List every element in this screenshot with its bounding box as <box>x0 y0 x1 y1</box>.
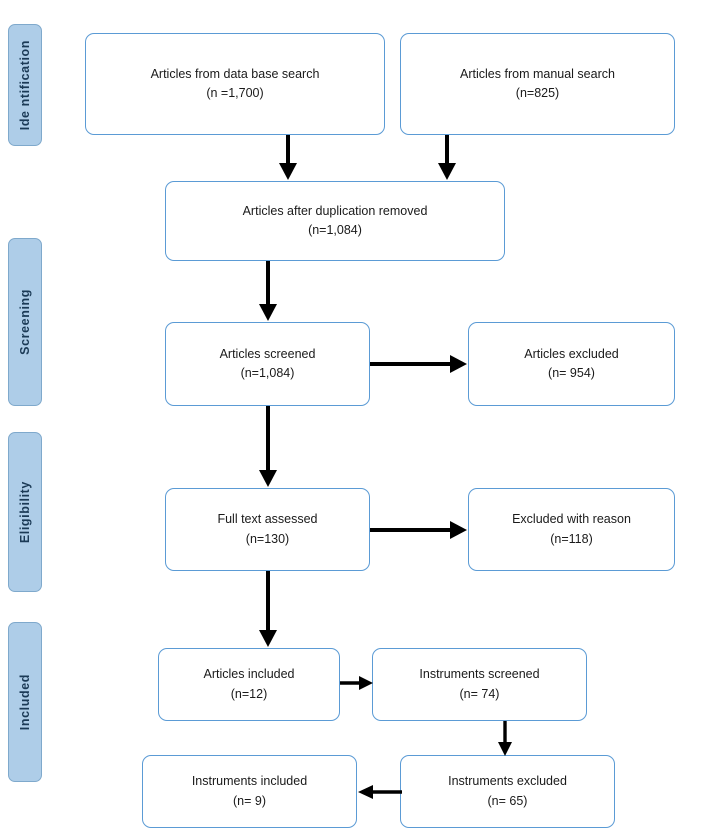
node-instruments-included-line1: Instruments included <box>191 774 308 789</box>
stage-label-identification: Ide ntification <box>8 24 42 146</box>
node-db-search-line2: (n =1,700) <box>206 86 264 100</box>
node-articles-included: Articles included (n=12) <box>158 648 340 721</box>
node-instruments-included-line2: (n= 9) <box>232 793 266 808</box>
node-screened-line1: Articles screened <box>219 346 316 361</box>
node-instruments-excluded-line1: Instruments excluded <box>448 774 567 789</box>
node-after-duplication: Articles after duplication removed (n=1,… <box>165 181 505 261</box>
node-instruments-screened-line1: Instruments screened <box>419 667 540 682</box>
stage-label-eligibility: Eligibility <box>8 432 42 592</box>
arrow-full-text-to-articles-included <box>256 571 280 648</box>
node-excluded: Articles excluded (n= 954) <box>468 322 675 406</box>
arrow-full-text-to-excluded-reason <box>370 518 468 542</box>
node-screened: Articles screened (n=1,084) <box>165 322 370 406</box>
node-full-text-line1: Full text assessed <box>217 512 318 527</box>
arrow-instruments-screened-to-instruments-excluded <box>494 721 516 757</box>
node-manual-search-line2: (n=825) <box>515 86 560 100</box>
stage-label-screening: Screening <box>8 238 42 406</box>
arrow-db-search-to-duplication <box>276 135 300 181</box>
arrow-screened-to-full-text <box>256 406 280 488</box>
node-db-search-line1: Articles from data base search <box>150 66 320 81</box>
node-excluded-reason-line1: Excluded with reason <box>512 512 631 527</box>
node-db-search: Articles from data base search (n =1,700… <box>85 33 385 135</box>
node-articles-included-line1: Articles included <box>203 667 295 682</box>
node-instruments-included: Instruments included (n= 9) <box>142 755 357 828</box>
node-screened-line2: (n=1,084) <box>240 366 295 380</box>
node-excluded-line1: Articles excluded <box>524 346 619 361</box>
node-excluded-reason-line2: (n=118) <box>550 531 593 546</box>
stage-label-included-text: Included <box>18 673 32 731</box>
arrow-instruments-excluded-to-instruments-included <box>357 781 402 803</box>
stage-label-identification-text: Ide ntification <box>18 39 32 131</box>
node-excluded-line2: (n= 954) <box>548 366 595 380</box>
node-manual-search-line1: Articles from manual search <box>460 66 615 81</box>
node-after-duplication-line1: Articles after duplication removed <box>242 203 428 218</box>
node-instruments-excluded-line2: (n= 65) <box>487 793 528 808</box>
stage-label-screening-text: Screening <box>18 289 32 355</box>
arrow-screened-to-excluded <box>370 352 468 376</box>
arrow-duplication-to-screened <box>256 261 280 322</box>
stage-label-eligibility-text: Eligibility <box>18 480 32 544</box>
node-instruments-screened: Instruments screened (n= 74) <box>372 648 587 721</box>
arrow-articles-included-to-instruments-screened <box>340 672 374 694</box>
node-full-text-line2: (n=130) <box>245 531 290 546</box>
node-after-duplication-line2: (n=1,084) <box>308 223 362 237</box>
node-instruments-screened-line2: (n= 74) <box>459 686 500 701</box>
node-excluded-reason: Excluded with reason (n=118) <box>468 488 675 571</box>
stage-label-included: Included <box>8 622 42 782</box>
arrow-manual-search-to-duplication <box>435 135 459 181</box>
node-manual-search: Articles from manual search (n=825) <box>400 33 675 135</box>
node-instruments-excluded: Instruments excluded (n= 65) <box>400 755 615 828</box>
node-full-text: Full text assessed (n=130) <box>165 488 370 571</box>
node-articles-included-line2: (n=12) <box>230 686 268 701</box>
